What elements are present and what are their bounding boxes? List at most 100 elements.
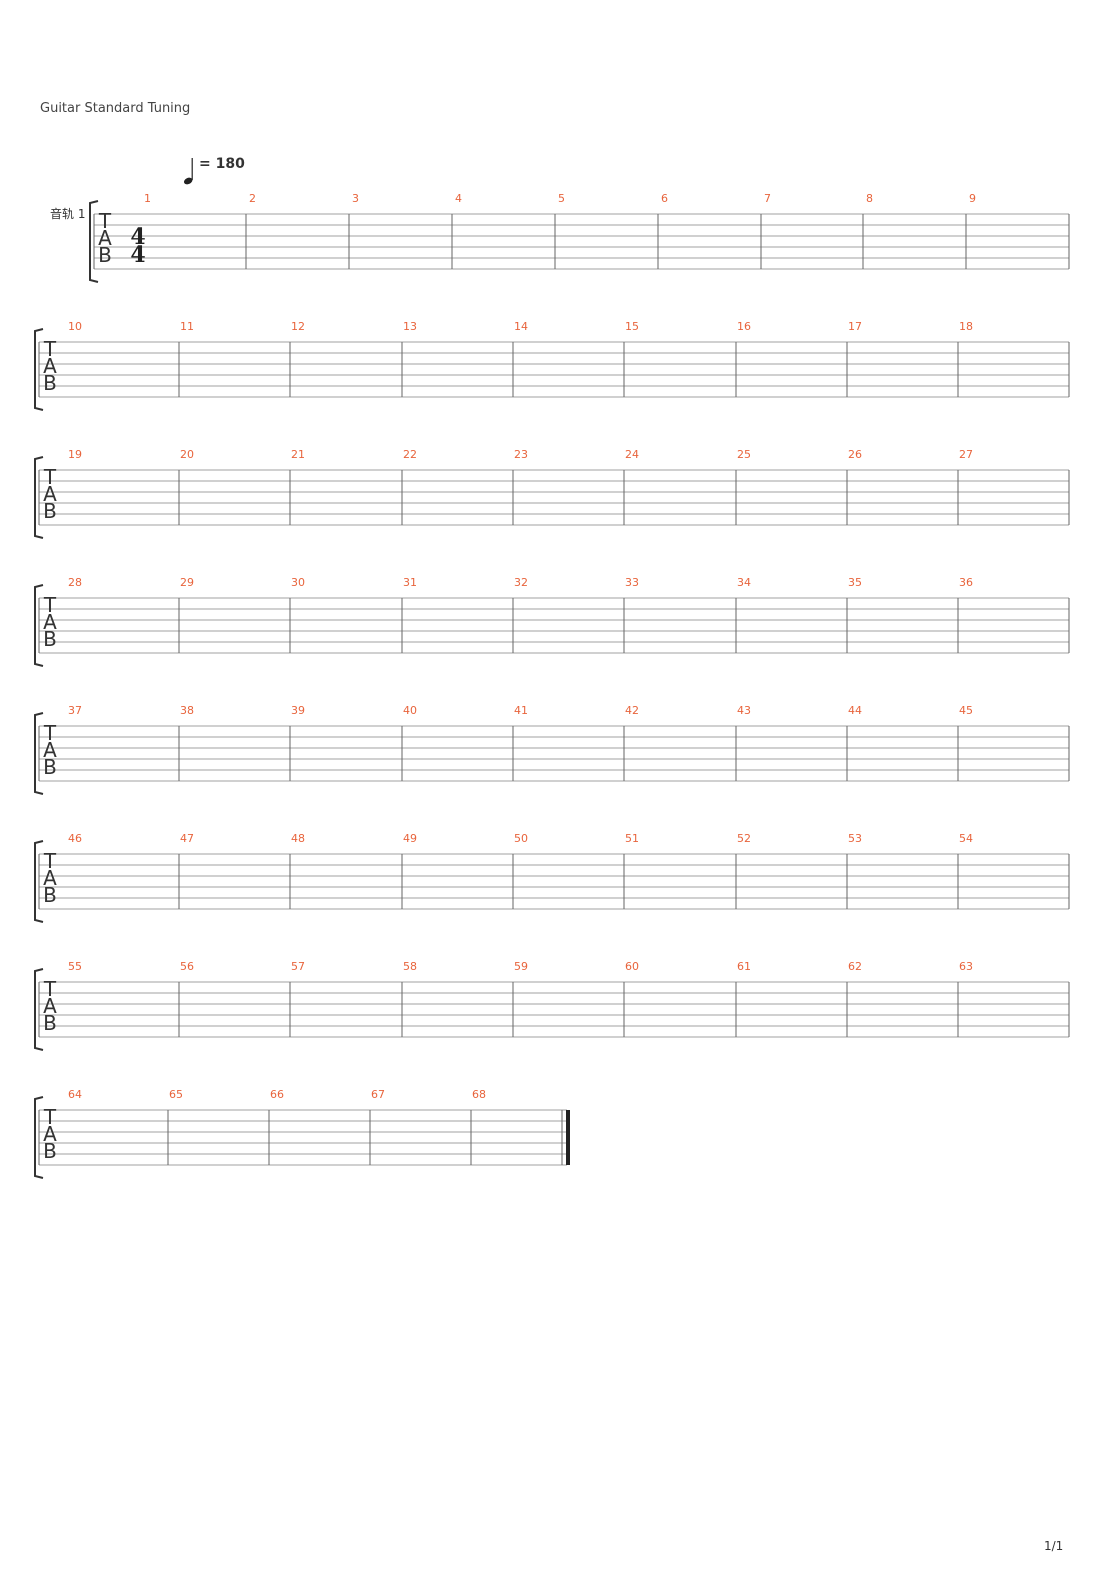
final-barline — [566, 1110, 570, 1165]
tab-clef-letter: A — [43, 354, 57, 378]
measure-number: 50 — [514, 832, 528, 845]
measure-number: 3 — [352, 192, 359, 205]
measure-number: 63 — [959, 960, 973, 973]
system-bracket — [34, 584, 44, 667]
tab-clef-letter: T — [43, 849, 57, 873]
measure-number: 22 — [403, 448, 417, 461]
system-bracket — [34, 968, 44, 1051]
measure-number: 61 — [737, 960, 751, 973]
measure-number: 66 — [270, 1088, 284, 1101]
tab-clef-letter: T — [98, 209, 112, 233]
measure-number: 59 — [514, 960, 528, 973]
tab-clef-letter: B — [43, 627, 57, 651]
tab-clef-letter: A — [43, 738, 57, 762]
measure-number: 17 — [848, 320, 862, 333]
measure-number: 55 — [68, 960, 82, 973]
tab-clef-letter: T — [43, 721, 57, 745]
measure-number: 35 — [848, 576, 862, 589]
tab-clef-letter: B — [43, 755, 57, 779]
measure-number: 57 — [291, 960, 305, 973]
measure-number: 8 — [866, 192, 873, 205]
measure-number: 14 — [514, 320, 528, 333]
measure-number: 67 — [371, 1088, 385, 1101]
measure-number: 30 — [291, 576, 305, 589]
measure-number: 65 — [169, 1088, 183, 1101]
measure-number: 11 — [180, 320, 194, 333]
measure-number: 15 — [625, 320, 639, 333]
measure-number: 29 — [180, 576, 194, 589]
tuning-label: Guitar Standard Tuning — [40, 101, 191, 116]
tab-clef-letter: B — [43, 1139, 57, 1163]
system-bracket — [89, 200, 99, 283]
measure-number: 37 — [68, 704, 82, 717]
measure-number: 28 — [68, 576, 82, 589]
tab-system: TAB 55 56 57 58 59 60 61 62 63 — [34, 960, 1070, 1051]
page-number: 1/1 — [1044, 1539, 1064, 1553]
measure-number: 60 — [625, 960, 639, 973]
measure-number: 62 — [848, 960, 862, 973]
measure-number: 40 — [403, 704, 417, 717]
measure-number: 39 — [291, 704, 305, 717]
measure-number: 13 — [403, 320, 417, 333]
tab-clef-letter: A — [43, 994, 57, 1018]
measure-number: 52 — [737, 832, 751, 845]
tab-system: TAB 46 47 48 49 50 51 52 53 54 — [34, 832, 1070, 923]
measure-number: 20 — [180, 448, 194, 461]
measure-number: 26 — [848, 448, 862, 461]
measure-number: 32 — [514, 576, 528, 589]
measure-number: 51 — [625, 832, 639, 845]
tab-clef-letter: B — [43, 883, 57, 907]
tab-clef-letter: B — [43, 371, 57, 395]
time-signature-denominator: 4 — [130, 242, 145, 268]
measure-number: 34 — [737, 576, 751, 589]
system-bracket — [34, 456, 44, 539]
measure-number: 27 — [959, 448, 973, 461]
measure-number: 24 — [625, 448, 639, 461]
measure-number: 2 — [249, 192, 256, 205]
tab-clef-letter: T — [43, 1105, 57, 1129]
measure-number: 12 — [291, 320, 305, 333]
tab-clef-letter: A — [43, 482, 57, 506]
measure-number: 36 — [959, 576, 973, 589]
measure-number: 9 — [969, 192, 976, 205]
measure-number: 19 — [68, 448, 82, 461]
time-signature-numerator: 4 — [130, 224, 145, 250]
tab-clef-letter: A — [43, 610, 57, 634]
measure-number: 1 — [144, 192, 151, 205]
tab-clef-letter: A — [98, 226, 112, 250]
tab-clef-letter: B — [98, 243, 112, 267]
measure-number: 45 — [959, 704, 973, 717]
tab-clef-letter: A — [43, 1122, 57, 1146]
tab-clef-letter: T — [43, 337, 57, 361]
system-bracket — [34, 1096, 44, 1179]
tab-clef-letter: B — [43, 1011, 57, 1035]
measure-number: 47 — [180, 832, 194, 845]
measure-number: 38 — [180, 704, 194, 717]
measure-number: 43 — [737, 704, 751, 717]
measure-number: 4 — [455, 192, 462, 205]
measure-number: 46 — [68, 832, 82, 845]
measure-number: 56 — [180, 960, 194, 973]
quarter-note-icon — [184, 158, 193, 185]
measure-number: 6 — [661, 192, 668, 205]
measure-number: 21 — [291, 448, 305, 461]
measure-number: 41 — [514, 704, 528, 717]
measure-number: 48 — [291, 832, 305, 845]
tempo-value: = 180 — [199, 156, 245, 172]
measure-number: 18 — [959, 320, 973, 333]
measure-number: 7 — [764, 192, 771, 205]
measure-number: 54 — [959, 832, 973, 845]
tab-clef-letter: A — [43, 866, 57, 890]
system-bracket — [34, 712, 44, 795]
measure-number: 58 — [403, 960, 417, 973]
measure-number: 49 — [403, 832, 417, 845]
measure-number: 64 — [68, 1088, 82, 1101]
measure-number: 53 — [848, 832, 862, 845]
tab-clef-letter: T — [43, 977, 57, 1001]
